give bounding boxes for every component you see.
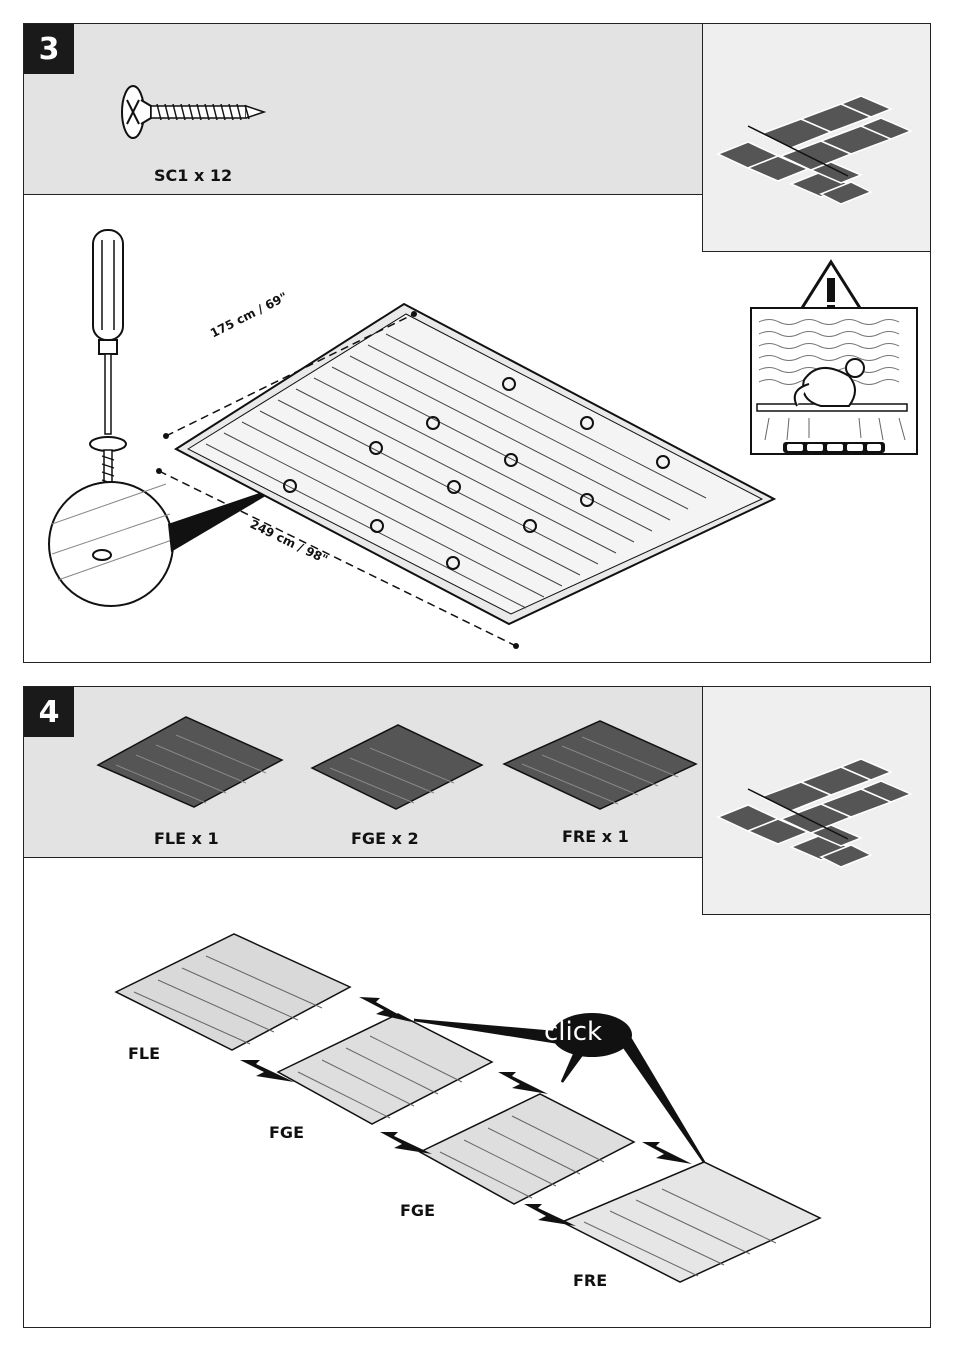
part-label-fre: FRE x 1 xyxy=(562,827,629,846)
panel-fge-1 xyxy=(276,1013,494,1125)
fre-panel-icon xyxy=(502,720,698,810)
warning-icon xyxy=(750,259,918,455)
step-number: 3 xyxy=(24,24,74,74)
panel-assembly-diagram xyxy=(114,933,822,1283)
floor-layout-icon xyxy=(716,95,913,205)
assembly-label-fge-2: FGE xyxy=(400,1201,435,1220)
fge-panel-icon xyxy=(310,724,484,810)
assembly-label-fre: FRE xyxy=(573,1271,608,1290)
click-callout: click xyxy=(544,1017,603,1047)
layout-overview-diagram xyxy=(702,687,930,915)
panel-fle xyxy=(114,933,352,1051)
arrow-icon xyxy=(240,997,692,1226)
step-3-panel: 3 SC1 x 12 xyxy=(23,23,931,663)
floor-assembly-diagram xyxy=(156,302,777,649)
screwdriver-icon xyxy=(48,229,286,607)
assembly-label-fle: FLE xyxy=(128,1044,161,1063)
part-label-fle: FLE x 1 xyxy=(154,829,219,848)
step-3-parts-area: 3 SC1 x 12 xyxy=(24,24,705,195)
spirit-level-icon xyxy=(783,442,885,453)
step-number: 4 xyxy=(24,687,74,737)
screw-icon xyxy=(121,85,267,139)
step-4-parts-area: 4 FLE x 1 FGE x 2 FRE x 1 xyxy=(24,687,705,858)
layout-overview-diagram xyxy=(702,24,930,252)
floor-layout-icon xyxy=(716,758,913,868)
panel-fre xyxy=(560,1161,822,1283)
part-label-sc1: SC1 x 12 xyxy=(154,166,233,185)
step-4-panel: 4 FLE x 1 FGE x 2 FRE x 1 xyxy=(23,686,931,1328)
panel-fge-2 xyxy=(418,1093,636,1205)
assembly-label-fge-1: FGE xyxy=(269,1123,304,1142)
part-label-fge: FGE x 2 xyxy=(351,829,419,848)
fle-panel-icon xyxy=(96,716,284,808)
